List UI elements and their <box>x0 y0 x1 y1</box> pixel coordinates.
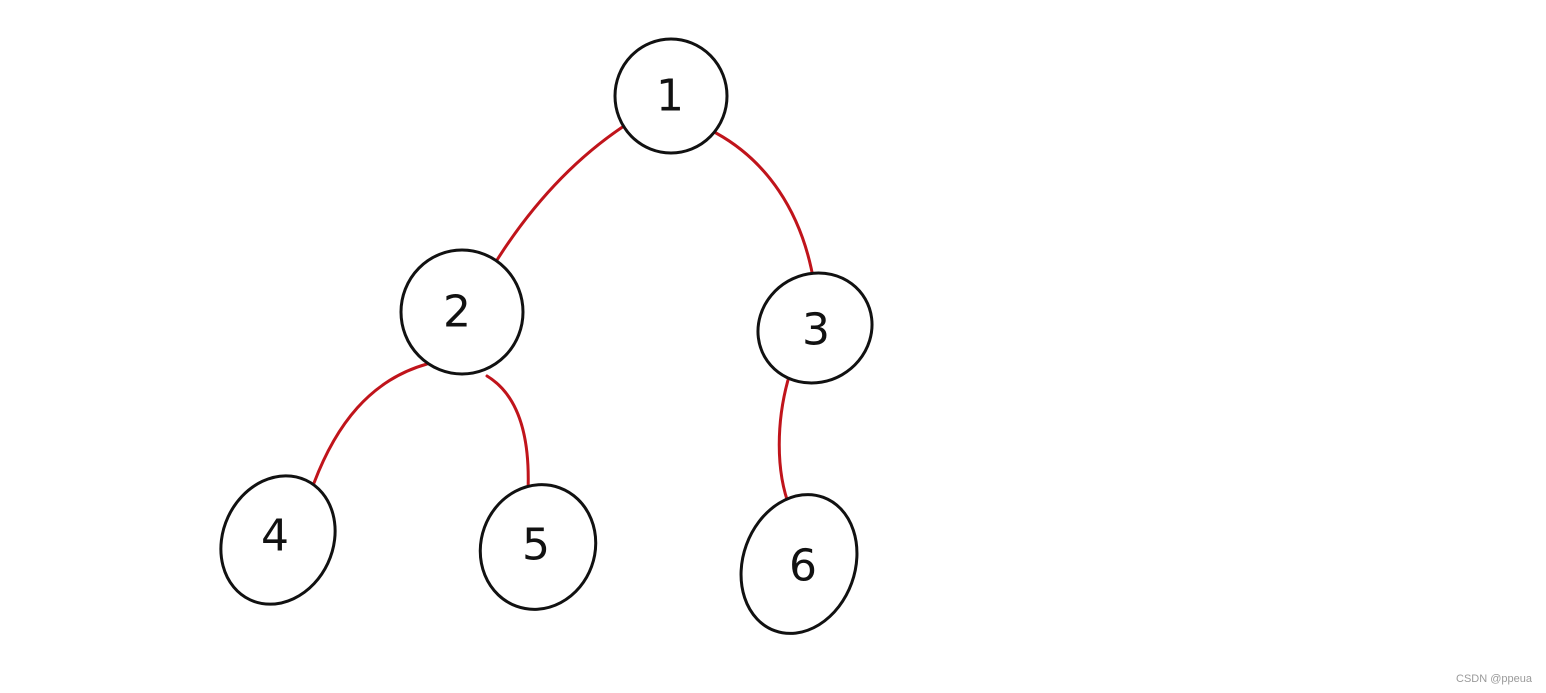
node-5-circle <box>478 483 598 611</box>
node-6-label: 6 <box>789 541 817 592</box>
node-2-label: 2 <box>443 287 471 338</box>
tree-nodes: 1 2 3 4 5 6 <box>219 37 874 635</box>
tree-node-1: 1 <box>613 37 729 155</box>
edge-2-4 <box>312 362 429 485</box>
tree-node-6: 6 <box>739 493 859 635</box>
edge-3-6 <box>777 378 792 510</box>
edge-1-3 <box>714 131 816 285</box>
node-4-label: 4 <box>261 511 289 562</box>
watermark: CSDN @ppeua <box>1456 673 1532 685</box>
tree-edges <box>312 122 816 510</box>
node-3-label: 3 <box>802 305 830 356</box>
tree-node-3: 3 <box>756 271 874 385</box>
edge-2-5 <box>485 374 530 493</box>
node-5-label: 5 <box>522 520 550 571</box>
node-4-circle <box>219 474 337 606</box>
node-6-circle <box>739 493 859 635</box>
tree-node-2: 2 <box>399 248 525 376</box>
node-1-circle <box>613 37 729 155</box>
node-2-circle <box>399 248 525 376</box>
node-3-circle <box>756 271 874 385</box>
edge-1-2 <box>495 122 629 262</box>
tree-node-5: 5 <box>478 483 598 611</box>
node-1-label: 1 <box>656 71 684 122</box>
tree-node-4: 4 <box>219 474 337 606</box>
